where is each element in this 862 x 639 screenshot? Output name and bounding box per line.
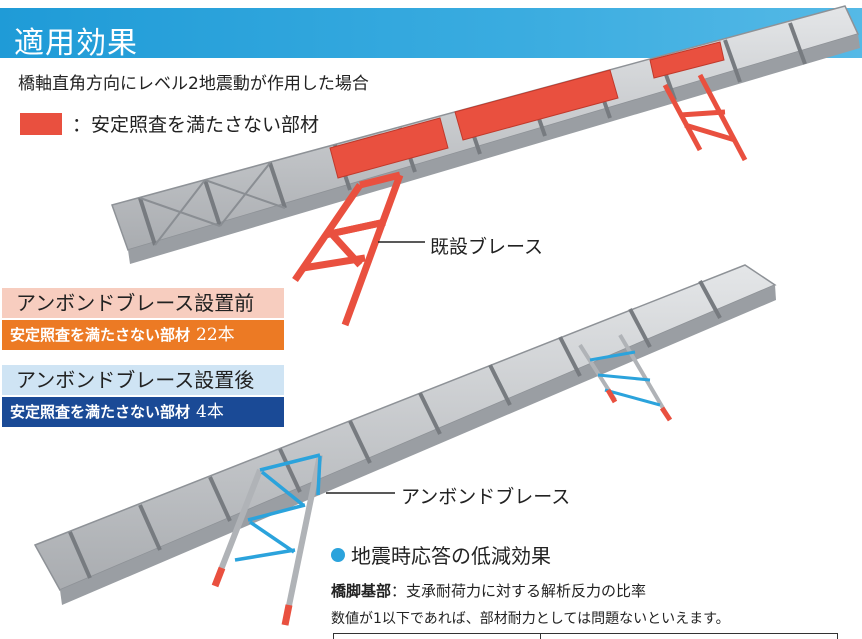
pier-description: 橋脚基部：支承耐荷力に対する解析反力の比率 (331, 580, 646, 601)
existing-brace-label: 既設ブレース (430, 236, 544, 258)
pier-text: ：支承耐荷力に対する解析反力の比率 (391, 582, 647, 600)
page-title: 適用効果 (14, 26, 138, 61)
bridge-after (33, 264, 777, 626)
unbonded-brace-label: アンボンドブレース (401, 486, 571, 508)
legend-text: ：安定照査を満たさない部材 (72, 114, 320, 136)
after-count: 4本 (196, 402, 224, 422)
table-divider (540, 633, 541, 639)
legend-swatch (20, 112, 62, 135)
ratio-table (333, 633, 838, 639)
bridge-before (111, 5, 860, 327)
effect-title-text: 地震時応答の低減効果 (351, 544, 551, 568)
after-summary: 安定照査を満たさない部材 4本 (2, 397, 284, 427)
header-bar: 適用効果 (0, 8, 862, 61)
load-condition: 橋軸直角方向にレベル2地震動が作用した場合 (18, 74, 369, 94)
before-summary: 安定照査を満たさない部材 22本 (2, 320, 284, 350)
pier-head: 橋脚基部 (331, 582, 392, 600)
after-heading: アンボンドブレース設置後 (2, 365, 284, 395)
before-heading: アンボンドブレース設置前 (2, 288, 284, 318)
after-summary-text: 安定照査を満たさない部材 (10, 403, 191, 421)
bullet-icon (331, 547, 345, 562)
before-count: 22本 (196, 325, 235, 345)
before-summary-text: 安定照査を満たさない部材 (10, 326, 191, 344)
effect-title: 地震時応答の低減効果 (331, 540, 551, 569)
note: 数値が1以下であれば、部材耐力としては問題ないといえます。 (331, 611, 730, 627)
legend: ：安定照査を満たさない部材 (20, 110, 319, 137)
